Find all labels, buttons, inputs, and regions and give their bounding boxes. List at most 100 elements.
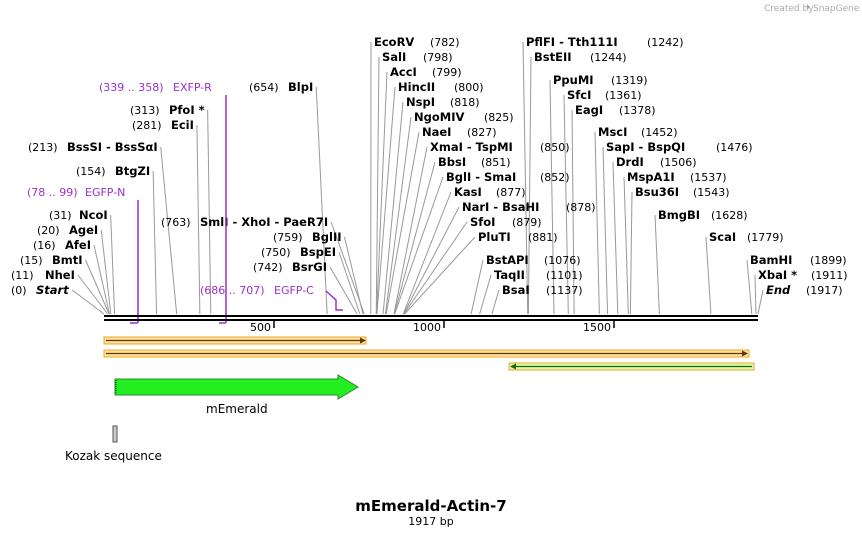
leader-line-bstapi (470, 259, 484, 315)
site-pos-pluti: (881) (528, 231, 558, 244)
tick-label-1000: 1000 (413, 321, 441, 334)
site-pos-taqii: (1101) (546, 269, 583, 282)
site-name-mspa1i[interactable]: MspA1I (627, 170, 675, 184)
site-name-hincii[interactable]: HincII (398, 80, 435, 94)
site-name-bsssi[interactable]: BssSI - BssSαI (67, 140, 158, 154)
primer-labels: (78 .. 99) EGFP-N (339 .. 358) EXFP-R (6… (27, 81, 314, 297)
site-name-sfoi[interactable]: SfoI (470, 215, 495, 229)
site-name-bglii[interactable]: BglII (312, 230, 342, 244)
leader-line-start (71, 289, 105, 315)
site-name-bamhi[interactable]: BamHI (750, 253, 792, 267)
leader-line-sfoi (403, 221, 468, 315)
primer-name-egfp-c[interactable]: EGFP-C (274, 284, 314, 297)
site-pos-bglii: (759) (273, 231, 303, 244)
site-name-bsu36i[interactable]: Bsu36I (635, 185, 679, 199)
site-name-ecorv[interactable]: EcoRV (374, 35, 414, 49)
leader-line-afei (93, 244, 110, 315)
leader-line-end (757, 289, 764, 315)
site-name-kasi[interactable]: KasI (454, 185, 482, 199)
site-pos-bmti: (15) (20, 254, 43, 267)
site-name-msci[interactable]: MscI (598, 125, 627, 139)
site-pos-bspei: (750) (261, 246, 291, 259)
site-name-bmgbi[interactable]: BmgBI (658, 208, 700, 222)
orf-2-arrow-icon (742, 350, 748, 357)
site-name-sapi[interactable]: SapI - BspQI (606, 140, 685, 154)
feature-kozak[interactable]: Kozak sequence (65, 425, 162, 463)
site-pos-bsrgi: (742) (253, 261, 283, 274)
site-pos-sfoi: (879) (512, 216, 542, 229)
tick-label-500: 500 (250, 321, 271, 334)
leader-line-pflfi (522, 41, 529, 315)
right-site-labels: PflFI - Tth111I (1242) BstEII (1244) Ppu… (486, 35, 848, 297)
site-name-bsrgi[interactable]: BsrGI (292, 260, 327, 274)
site-name-nari[interactable]: NarI - BsaHI (462, 200, 539, 214)
site-pos-bmgbi: (1628) (711, 209, 748, 222)
feature-memerald[interactable]: mEmerald (114, 374, 359, 416)
site-name-bspei[interactable]: BspEI (300, 245, 336, 259)
site-name-nhei[interactable]: NheI (45, 268, 75, 282)
site-pos-nari: (878) (566, 201, 596, 214)
site-name-end[interactable]: End (766, 283, 791, 297)
primer-name-egfp-n[interactable]: EGFP-N (85, 186, 125, 199)
snapgene-logo-icon (807, 4, 810, 10)
site-name-blpi[interactable]: BlpI (288, 80, 313, 94)
site-name-bgli[interactable]: BglI - SmaI (446, 170, 516, 184)
site-pos-acci: (799) (432, 66, 462, 79)
site-name-xbai[interactable]: XbaI * (758, 268, 797, 282)
site-name-ncoi[interactable]: NcoI (79, 208, 108, 222)
site-name-naei[interactable]: NaeI (422, 125, 451, 139)
site-pos-sfci: (1361) (605, 89, 642, 102)
leader-line-bgli (394, 176, 444, 315)
kozak-box[interactable] (112, 425, 118, 443)
site-name-start[interactable]: Start (36, 283, 69, 297)
leader-line-naei (385, 131, 420, 315)
site-name-pfoi[interactable]: PfoI * (169, 103, 205, 117)
site-name-agei[interactable]: AgeI (69, 223, 98, 237)
site-name-smli[interactable]: SmlI - XhoI - PaeR7I (200, 215, 328, 229)
primer-name-exfp-r[interactable]: EXFP-R (173, 81, 212, 94)
site-name-xmai[interactable]: XmaI - TspMI (430, 140, 513, 154)
left-site-labels: (0) Start (11) NheI (15) BmtI (16) AfeI … (11, 80, 342, 297)
leader-line-pfoi (207, 109, 212, 315)
site-name-taqii[interactable]: TaqII (494, 268, 525, 282)
site-name-sali[interactable]: SalI (382, 50, 406, 64)
site-name-acci[interactable]: AccI (390, 65, 417, 79)
site-name-pluti[interactable]: PluTI (478, 230, 511, 244)
site-pos-bsteii: (1244) (590, 51, 627, 64)
site-name-scai[interactable]: ScaI (709, 230, 736, 244)
site-name-bsai[interactable]: BsaI (502, 283, 530, 297)
leader-line-bmgbi (654, 214, 660, 315)
site-name-nspi[interactable]: NspI (406, 95, 435, 109)
snapgene-brand: SnapGene (813, 4, 860, 14)
site-name-pflfi[interactable]: PflFI - Tth111I (526, 35, 618, 49)
scale-ticks: 500 1000 1500 (250, 321, 615, 334)
site-name-afei[interactable]: AfeI (65, 238, 91, 252)
site-pos-bamhi: (1899) (810, 254, 847, 267)
site-name-sfci[interactable]: SfcI (567, 88, 591, 102)
site-pos-ncoi: (31) (49, 209, 72, 222)
site-name-bstapi[interactable]: BstAPI (486, 253, 529, 267)
memerald-arrow[interactable] (114, 374, 359, 400)
primer-range-egfp-c: (686 .. 707) (200, 284, 265, 297)
leader-line-bsrgi (329, 266, 358, 315)
site-name-drdi[interactable]: DrdI (616, 155, 644, 169)
site-name-eagi[interactable]: EagI (575, 103, 603, 117)
site-name-btgzi[interactable]: BtgZI (115, 164, 150, 178)
leader-line-pluti (404, 236, 476, 315)
site-name-bsteii[interactable]: BstEII (534, 50, 572, 64)
site-pos-drdi: (1506) (660, 156, 697, 169)
leader-line-sfci (563, 94, 569, 315)
site-name-ppumi[interactable]: PpuMI (553, 73, 594, 87)
orf-1-arrow-icon (360, 337, 366, 344)
site-name-bmti[interactable]: BmtI (52, 253, 83, 267)
site-name-ngomiv[interactable]: NgoMIV (414, 110, 464, 124)
feature-label-memerald: mEmerald (206, 402, 268, 416)
site-pos-ecii: (281) (132, 119, 162, 132)
leader-line-hincii (376, 86, 396, 315)
site-pos-bsu36i: (1543) (693, 186, 730, 199)
site-name-ecii[interactable]: EciI (171, 118, 194, 132)
site-name-bbsi[interactable]: BbsI (438, 155, 466, 169)
site-pos-nhei: (11) (11, 269, 34, 282)
leader-lines (71, 41, 764, 315)
